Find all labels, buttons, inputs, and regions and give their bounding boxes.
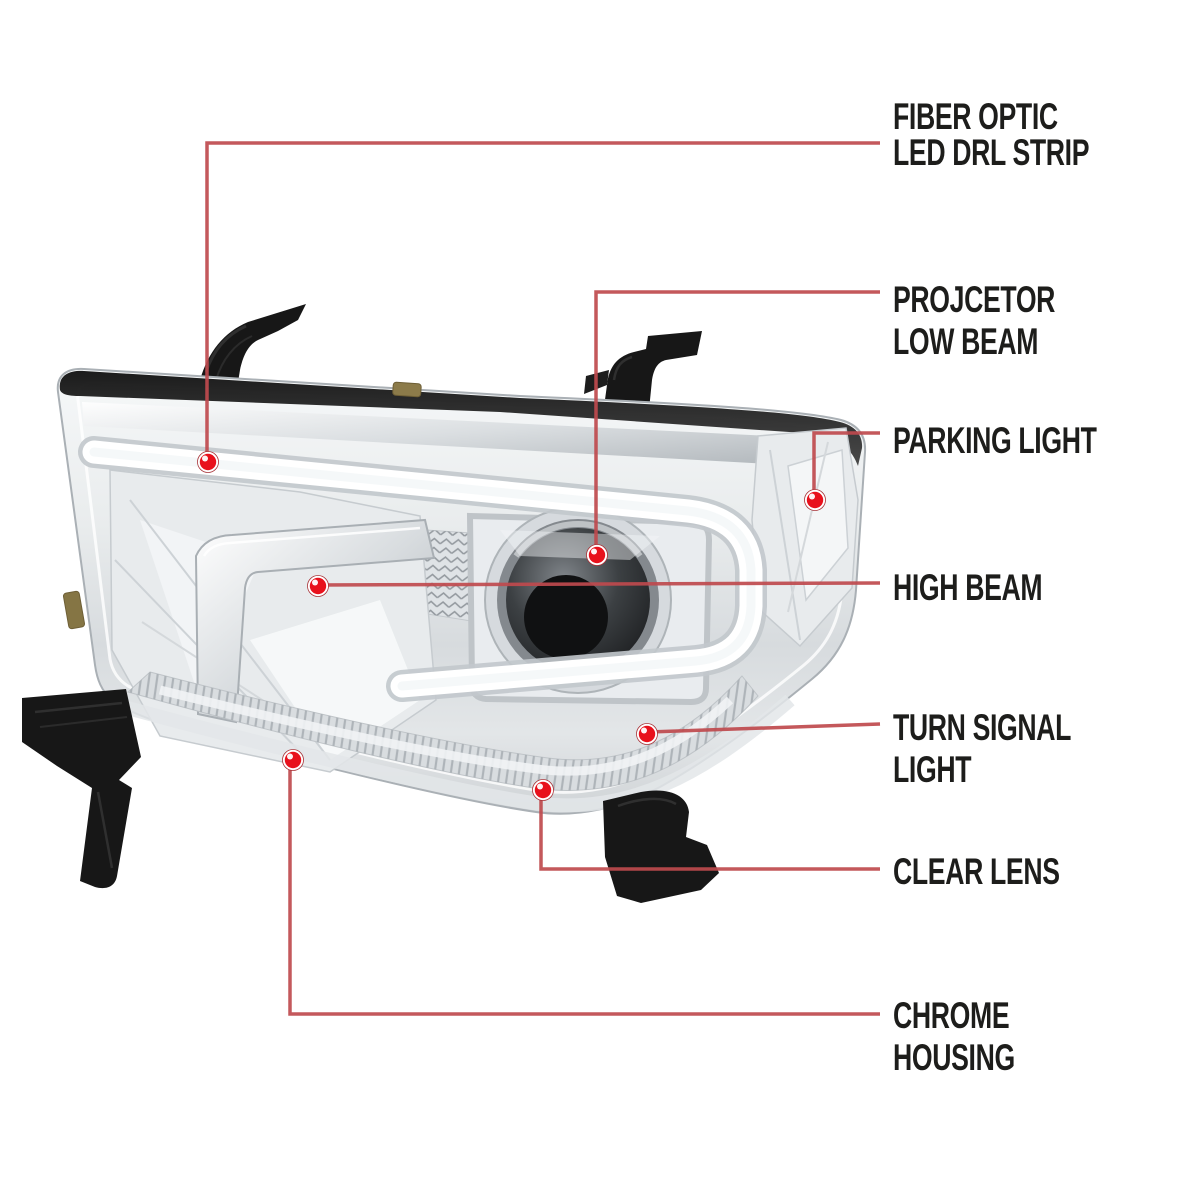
marker-dot-clear-lens: [532, 779, 554, 801]
callout-label-parking-light: PARKING LIGHT: [893, 420, 1097, 461]
chrome-top-trim: [82, 402, 812, 466]
parking-light-corner: [751, 427, 859, 648]
mounting-bracket-bottom-left: [22, 689, 141, 889]
callout-line-chrome-housing: [288, 760, 880, 1016]
callout-label-turn-signal-light: TURN SIGNAL LIGHT: [893, 707, 1071, 790]
marker-dot-projector-low-beam: [586, 544, 608, 566]
callout-label-chrome-housing: CHROME HOUSING: [893, 995, 1015, 1078]
marker-dot-parking-light: [804, 489, 826, 511]
marker-dot-fiber-optic-led-drl-strip: [197, 451, 219, 473]
callout-line-high-beam: [317, 581, 881, 587]
marker-dot-chrome-housing: [282, 749, 304, 771]
adjuster-clip-left: [62, 590, 86, 630]
mounting-bracket-bottom-right: [603, 790, 719, 903]
callout-markers: [197, 451, 826, 801]
callout-label-high-beam: HIGH BEAM: [893, 567, 1043, 608]
callout-line-fiber-optic-led-drl-strip: [205, 141, 880, 462]
marker-dot-turn-signal-light: [636, 723, 658, 745]
adjuster-clip-top: [392, 381, 422, 398]
turn-signal-band: [118, 671, 795, 813]
marker-dot-high-beam: [307, 575, 329, 597]
callout-label-fiber-optic-led-drl-strip: FIBER OPTIC LED DRL STRIP: [893, 96, 1090, 173]
callout-label-projector-low-beam: PROJCETOR LOW BEAM: [893, 279, 1056, 362]
callout-line-turn-signal-light: [648, 722, 881, 734]
callout-label-clear-lens: CLEAR LENS: [893, 851, 1060, 892]
callout-line-projector-low-beam: [594, 290, 880, 554]
callout-line-parking-light: [812, 431, 880, 499]
housing-top-edge: [59, 370, 863, 466]
callout-line-clear-lens: [539, 790, 880, 871]
led-drl-strip: [78, 436, 767, 702]
